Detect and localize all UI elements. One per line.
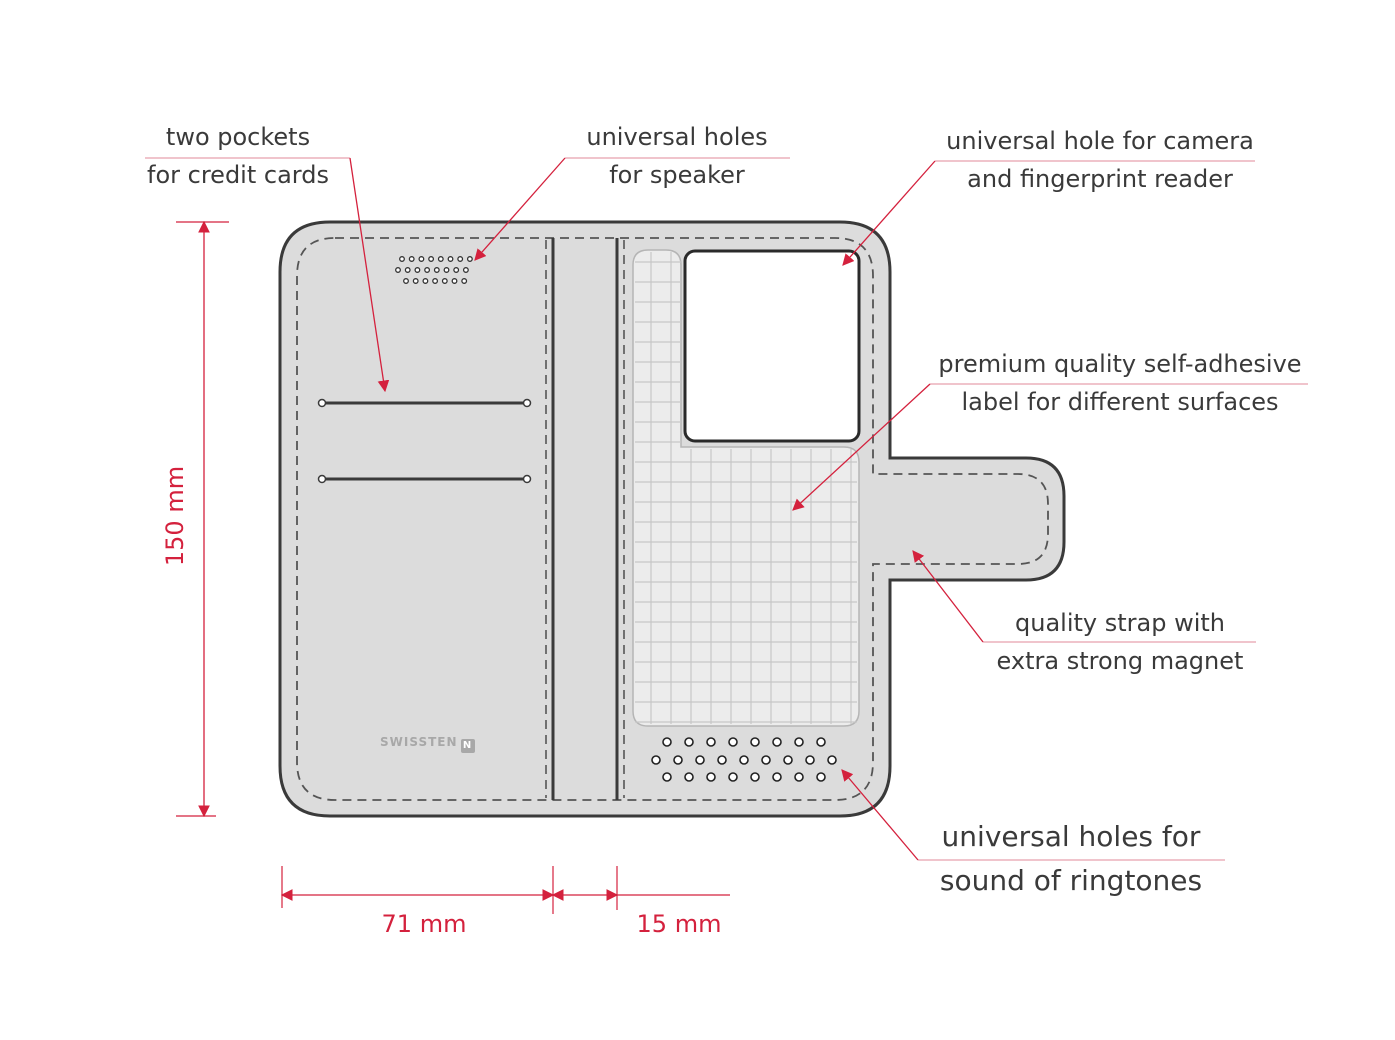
adhesive-label [632, 249, 860, 727]
adhesive-label-grid [635, 252, 857, 724]
ringtone-label-line1: universal holes for [941, 820, 1201, 853]
ringtone-holes [651, 737, 837, 782]
speaker-hole [424, 267, 431, 273]
width-dimension-label: 71 mm [381, 910, 467, 938]
ringtone-hole [673, 755, 683, 765]
brand-name: SWISSTEN [380, 735, 458, 749]
speaker-hole [447, 256, 454, 262]
speaker-hole [418, 256, 425, 262]
ringtone-hole [805, 755, 815, 765]
speaker-hole [403, 278, 409, 284]
adhesive-label-line1: premium quality self-adhesive [938, 350, 1302, 378]
speaker-hole [462, 267, 469, 273]
speaker-hole [395, 267, 401, 273]
pockets-leader [349, 157, 390, 393]
speaker-hole [428, 256, 435, 262]
spine-dimension-label: 15 mm [636, 910, 722, 938]
ringtone-label-line2: sound of ringtones [939, 864, 1203, 897]
speaker-leader [474, 157, 566, 261]
speaker-hole [453, 267, 460, 273]
ringtone-hole [772, 772, 782, 782]
pockets-label: two pockets for credit cards [138, 118, 338, 194]
ringtone-hole [662, 772, 672, 782]
speaker-hole [412, 278, 419, 284]
pockets-label-line2: for credit cards [147, 161, 329, 189]
label-leader [792, 383, 931, 511]
camera-hole [683, 249, 861, 443]
ringtone-hole [761, 755, 771, 765]
ringtone-hole [739, 755, 749, 765]
ringtone-hole [706, 772, 716, 782]
speaker-hole [404, 267, 411, 273]
adhesive-label-callout: premium quality self-adhesive label for … [925, 345, 1315, 421]
speaker-hole [457, 256, 464, 262]
ringtone-hole [706, 737, 716, 747]
height-dimension-label: 150 mm [161, 465, 189, 567]
ringtone-label: universal holes for sound of ringtones [921, 815, 1221, 903]
camera-leader [842, 160, 936, 266]
camera-label-line2: and fingerprint reader [967, 165, 1233, 193]
speaker-hole [432, 278, 439, 284]
ringtone-hole [772, 737, 782, 747]
strap-label-line1: quality strap with [1015, 609, 1225, 637]
camera-label-line1: universal hole for camera [946, 127, 1254, 155]
speaker-hole [461, 278, 468, 284]
ringtone-hole [695, 755, 705, 765]
ringtone-hole [728, 737, 738, 747]
card-pocket-slot-2-end-right [522, 474, 532, 484]
speaker-label-line1: universal holes [586, 123, 768, 151]
camera-label: universal hole for camera and fingerprin… [940, 122, 1260, 198]
speaker-hole [422, 278, 429, 284]
speaker-holes [395, 256, 473, 284]
ringtone-hole [794, 737, 804, 747]
speaker-hole [451, 278, 458, 284]
ringtone-hole [684, 772, 694, 782]
ringtone-hole [717, 755, 727, 765]
ringtone-hole [684, 737, 694, 747]
speaker-label-line2: for speaker [609, 161, 745, 189]
brand-badge-icon: N [460, 739, 475, 753]
card-pocket-slot-1-end-right [522, 398, 532, 408]
ringtone-hole [816, 772, 826, 782]
speaker-hole [441, 278, 448, 284]
card-pocket-slot-1-end-left [317, 398, 327, 408]
ringtone-hole [662, 737, 672, 747]
strap-label-line2: extra strong magnet [996, 647, 1244, 675]
speaker-label: universal holes for speaker [567, 118, 787, 194]
ringtone-hole [651, 755, 661, 765]
ringtone-hole [827, 755, 837, 765]
ringtone-hole [750, 772, 760, 782]
ringtone-hole [816, 737, 826, 747]
speaker-hole [414, 267, 421, 273]
ringtone-leader [841, 769, 919, 861]
speaker-hole [399, 256, 405, 262]
speaker-hole [466, 256, 473, 262]
adhesive-label-line2: label for different surfaces [961, 388, 1279, 416]
speaker-hole [433, 267, 440, 273]
speaker-hole [437, 256, 444, 262]
ringtone-hole [750, 737, 760, 747]
strap-label: quality strap with extra strong magnet [985, 604, 1255, 680]
ringtone-hole [783, 755, 793, 765]
speaker-hole [443, 267, 450, 273]
card-pocket-slot-2-end-left [317, 474, 327, 484]
ringtone-hole [728, 772, 738, 782]
ringtone-hole [794, 772, 804, 782]
case-stitching [296, 237, 1049, 801]
speaker-hole [408, 256, 415, 262]
pockets-label-line1: two pockets [165, 123, 311, 151]
strap-leader [912, 550, 984, 643]
